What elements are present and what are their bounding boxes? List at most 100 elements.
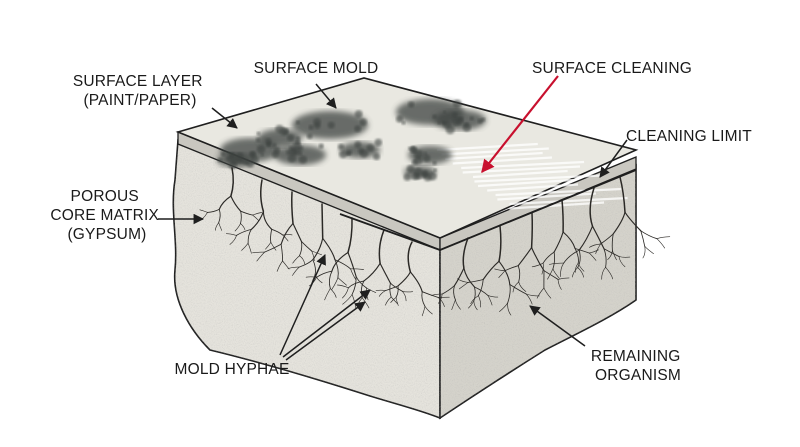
mold-speck xyxy=(414,173,422,180)
hypha-branch xyxy=(530,212,534,249)
hypha-branch xyxy=(250,210,264,230)
mold-speck xyxy=(407,101,415,108)
hypha-branch xyxy=(395,297,399,306)
hypha-branch xyxy=(280,243,284,262)
hypha-branch xyxy=(225,233,237,236)
hypha-branch xyxy=(236,228,252,236)
mold-speck xyxy=(256,144,266,154)
hypha-branch xyxy=(270,242,277,251)
mold-speck xyxy=(285,149,292,156)
mold-speck xyxy=(308,124,314,130)
hypha-branch xyxy=(563,249,580,264)
mold-speck xyxy=(462,123,472,132)
hypha-branch xyxy=(541,262,544,275)
hypha-branch xyxy=(252,214,260,222)
hypha-branch xyxy=(578,225,594,251)
mold-speck xyxy=(295,120,300,125)
hypha-branch xyxy=(507,284,511,304)
hypha-branch xyxy=(351,275,357,295)
hypha-branch xyxy=(385,296,392,306)
mold-speck xyxy=(250,151,256,157)
cleaning-streak xyxy=(495,187,622,197)
hypha-branch xyxy=(473,286,476,302)
hypha-branch xyxy=(498,270,506,278)
mold-speck xyxy=(337,143,345,150)
hypha-branch xyxy=(292,266,300,276)
mold-speck xyxy=(318,143,324,149)
hypha-branch xyxy=(531,262,544,268)
arrow-remaining-organism xyxy=(529,305,586,347)
hypha-branch xyxy=(607,249,613,261)
hypha-branch xyxy=(603,248,607,268)
mold-speck xyxy=(354,125,361,133)
hypha-branch xyxy=(536,287,545,299)
mold-speck xyxy=(366,144,375,152)
cleaning-streak xyxy=(472,169,568,179)
hypha-branch xyxy=(473,300,478,311)
mold-speck xyxy=(395,115,404,123)
mold-speck xyxy=(411,159,418,166)
mold-speck xyxy=(295,140,301,146)
mold-speck xyxy=(298,155,308,164)
hypha-branch xyxy=(421,306,426,317)
hypha-branch xyxy=(531,247,545,272)
mold-speck xyxy=(422,154,431,162)
hypha-branch xyxy=(458,282,469,290)
hypha-branch xyxy=(504,265,519,272)
hypha-branch xyxy=(591,225,605,250)
mold-speck xyxy=(423,151,428,156)
hypha-branch xyxy=(280,222,294,245)
cleaning-streak xyxy=(497,192,596,201)
hypha-branch xyxy=(276,260,283,272)
mold-speck xyxy=(445,125,455,135)
hypha-branch xyxy=(385,285,399,292)
hypha-branch xyxy=(543,270,559,280)
hypha-branch xyxy=(470,295,479,305)
mold-speck xyxy=(481,117,486,122)
hypha-branch xyxy=(292,222,302,242)
hypha-branch xyxy=(437,297,445,307)
hypha-branch xyxy=(271,228,284,236)
hypha-branch xyxy=(462,237,469,269)
mold-speck xyxy=(359,118,368,126)
hypha-branch xyxy=(430,293,443,296)
hypha-branch xyxy=(577,262,585,272)
label-surface-layer: SURFACE LAYER (PAINT/PAPER) xyxy=(73,73,207,109)
hypha-branch xyxy=(331,251,349,272)
mold-speck xyxy=(229,152,235,157)
hypha-branch xyxy=(611,233,614,251)
labels: SURFACE LAYER (PAINT/PAPER) SURFACE MOLD… xyxy=(50,60,752,384)
hypha-branch xyxy=(517,247,533,267)
mold-speck xyxy=(220,151,226,157)
label-mold-hyphae: MOLD HYPHAE xyxy=(174,361,289,378)
mold-speck xyxy=(433,168,437,173)
hypha-branch xyxy=(347,251,357,277)
hypha-branch xyxy=(574,248,579,264)
hypha-branch xyxy=(482,260,500,281)
hypha-branch xyxy=(300,240,313,252)
hypha-branch xyxy=(218,195,232,210)
hypha-branch xyxy=(312,237,324,261)
label-cleaning-limit: CLEANING LIMIT xyxy=(626,128,752,145)
hypha-branch xyxy=(467,279,484,283)
hypha-branch xyxy=(477,279,484,297)
mold-speck xyxy=(403,173,412,181)
hypha-branch xyxy=(548,262,565,265)
hypha-branch xyxy=(247,228,252,244)
hypha-branch xyxy=(441,285,455,295)
hypha-branch xyxy=(299,255,305,265)
arrow-surface-mold xyxy=(315,83,337,109)
cleaning-streak xyxy=(474,174,602,183)
hypha-branch xyxy=(342,287,349,299)
hypha-branch xyxy=(560,262,565,277)
hypha-branch xyxy=(312,259,316,275)
mold-speck xyxy=(354,110,363,119)
hypha-branch xyxy=(525,293,533,305)
hypha-branch xyxy=(421,291,426,307)
label-surface-mold: SURFACE MOLD xyxy=(254,60,379,77)
mold-patch xyxy=(258,129,302,147)
mold-speck xyxy=(406,164,415,173)
label-remaining-organism: REMAINING ORGANISM xyxy=(591,348,685,384)
